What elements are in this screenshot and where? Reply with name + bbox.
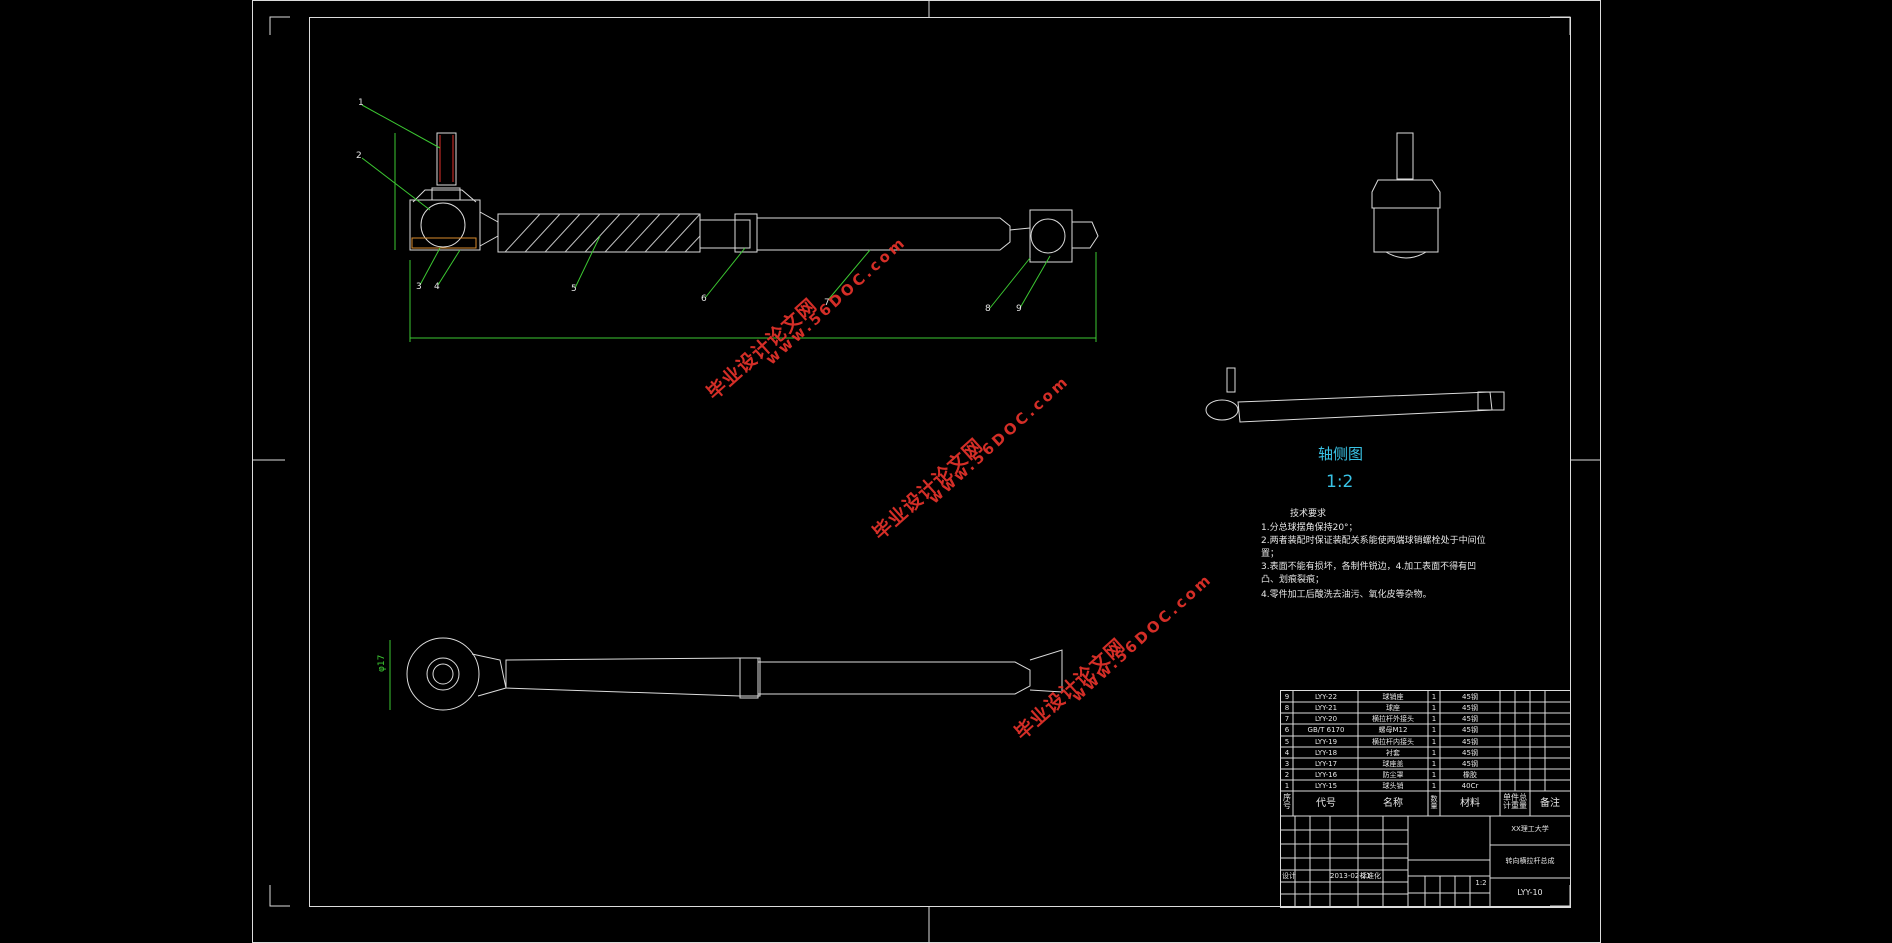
school-name: XX理工大学 — [1511, 825, 1549, 833]
bom-material: 45钢 — [1462, 726, 1478, 734]
bom-material: 40Cr — [1461, 782, 1479, 790]
bom-code: LYY-20 — [1314, 715, 1338, 723]
bom-qty: 1 — [1431, 738, 1437, 746]
bom-qty: 1 — [1431, 715, 1437, 723]
design-date: 2013-02-21 — [1330, 872, 1371, 880]
bom-name: 球销座 — [1382, 693, 1404, 701]
bom-material: 45钢 — [1462, 749, 1478, 757]
designer-label: 设计 — [1282, 872, 1296, 880]
callout-8: 8 — [985, 304, 991, 314]
bom-name: 衬套 — [1386, 749, 1400, 757]
requirement-line: 1.分总球摆角保持20°； — [1261, 523, 1358, 533]
right-socket-housing — [1029, 209, 1073, 263]
inner-rod-section — [497, 213, 701, 253]
dimension-label: φ17 — [377, 654, 387, 672]
bom-material: 橡胶 — [1463, 771, 1477, 779]
bom-no: 7 — [1284, 715, 1290, 723]
callout-7: 7 — [824, 298, 830, 308]
bom-no: 5 — [1284, 738, 1290, 746]
bom-qty: 1 — [1431, 771, 1437, 779]
bom-name: 横拉杆内接头 — [1372, 738, 1414, 746]
bom-code: LYY-17 — [1314, 760, 1338, 768]
view-title: 轴侧图 — [1318, 445, 1364, 463]
bom-code: LYY-18 — [1314, 749, 1338, 757]
bom-qty: 1 — [1431, 693, 1437, 701]
scale-value: 1:2 — [1475, 879, 1487, 887]
bom-name: 横拉杆外接头 — [1372, 715, 1414, 723]
callout-3: 3 — [416, 282, 422, 292]
bom-code: LYY-19 — [1314, 738, 1338, 746]
bom-header-no: 序号 — [1283, 793, 1291, 810]
plan-view-tie-rod — [389, 637, 1063, 711]
bom-header-material: 材料 — [1460, 798, 1480, 809]
bom-no: 8 — [1284, 704, 1290, 712]
bom-code: LYY-22 — [1314, 693, 1338, 701]
bom-code: GB/T 6170 — [1307, 726, 1345, 734]
isometric-view — [1205, 367, 1505, 423]
left-socket-housing — [409, 199, 481, 251]
bom-qty: 1 — [1431, 704, 1437, 712]
requirement-line: 置； — [1261, 549, 1280, 559]
callout-leaders — [361, 104, 1051, 309]
section-view-tie-rod — [394, 132, 1099, 342]
requirement-line: 凸、划痕裂痕； — [1261, 575, 1325, 585]
view-scale: 1:2 — [1326, 472, 1354, 492]
bom-header-qty: 数量 — [1430, 795, 1438, 810]
bom-name: 防尘罩 — [1382, 771, 1404, 779]
callout-4: 4 — [434, 282, 440, 292]
bom-material: 45钢 — [1462, 693, 1478, 701]
bom-qty: 1 — [1431, 726, 1437, 734]
drawing-name: 转向横拉杆总成 — [1505, 857, 1555, 865]
bom-name: 球座 — [1386, 704, 1400, 712]
requirement-line: 4.零件加工后酸洗去油污、氧化皮等杂物。 — [1261, 590, 1432, 600]
bom-qty: 1 — [1431, 782, 1437, 790]
bom-material: 45钢 — [1462, 704, 1478, 712]
bom-no: 9 — [1284, 693, 1290, 701]
bom-code: LYY-15 — [1314, 782, 1338, 790]
drawing-number: LYY-10 — [1517, 888, 1543, 897]
bom-qty: 1 — [1431, 760, 1437, 768]
callout-2: 2 — [356, 151, 362, 161]
bom-no: 6 — [1284, 726, 1290, 734]
ball-stud-front-view — [1371, 132, 1441, 259]
bom-code: LYY-21 — [1314, 704, 1338, 712]
bom-qty: 1 — [1431, 749, 1437, 757]
bom-no: 3 — [1284, 760, 1290, 768]
bom-no: 1 — [1284, 782, 1290, 790]
outer-tube — [756, 217, 1011, 251]
callout-5: 5 — [571, 284, 577, 294]
requirement-line: 2.两者装配时保证装配关系能使两端球销螺栓处于中间位 — [1261, 536, 1486, 546]
bom-header-name: 名称 — [1383, 798, 1403, 809]
bom-table-grid — [1280, 690, 1571, 908]
requirements-title: 技术要求 — [1290, 509, 1327, 519]
bom-code: LYY-16 — [1314, 771, 1338, 779]
bom-name: 球座盖 — [1382, 760, 1404, 768]
bom-no: 4 — [1284, 749, 1290, 757]
ball-stud-shank — [436, 132, 457, 186]
bom-material: 45钢 — [1462, 760, 1478, 768]
bom-header-code: 代号 — [1316, 798, 1336, 809]
bom-name: 球头销 — [1382, 782, 1404, 790]
bom-header-note: 备注 — [1540, 798, 1560, 809]
callout-9: 9 — [1016, 304, 1022, 314]
bom-name: 螺母M12 — [1378, 726, 1408, 734]
standard-label: 标准化 — [1360, 872, 1381, 880]
bom-material: 45钢 — [1462, 738, 1478, 746]
callout-1: 1 — [358, 98, 364, 108]
callout-6: 6 — [701, 294, 707, 304]
bom-material: 45钢 — [1462, 715, 1478, 723]
bom-header-weight: 单件总计重量 — [1503, 793, 1527, 810]
requirement-line: 3.表面不能有损坏，各制件锐边，4.加工表面不得有凹 — [1261, 562, 1477, 572]
bom-no: 2 — [1284, 771, 1290, 779]
left-ball — [420, 202, 466, 248]
